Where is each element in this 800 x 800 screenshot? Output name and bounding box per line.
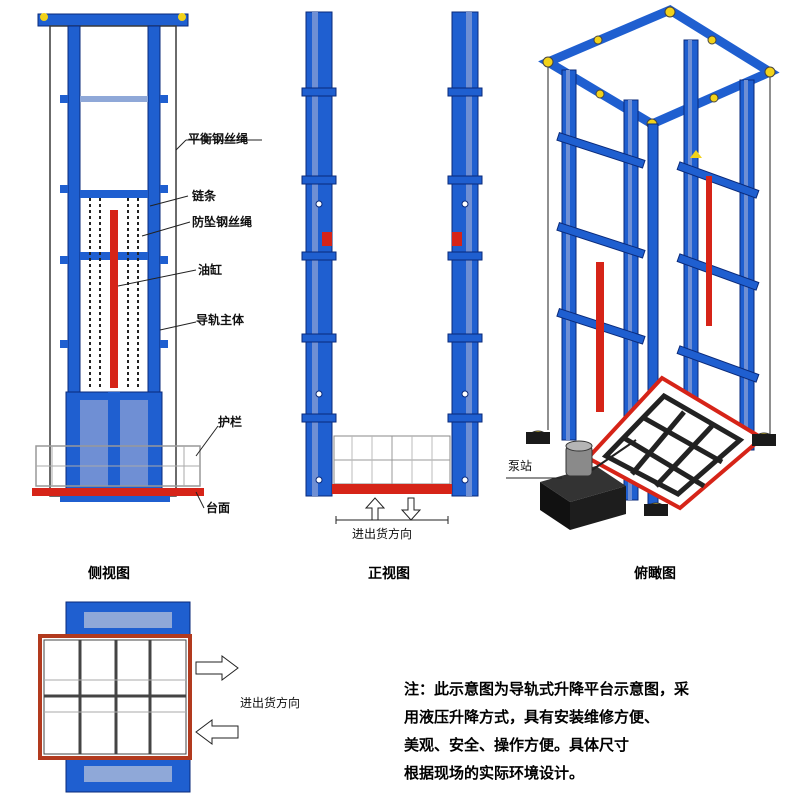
- side-view-caption: 侧视图: [88, 565, 130, 582]
- iso-top-frame: [538, 4, 780, 130]
- front-arrow-down: [400, 497, 422, 521]
- label-fall-cable: 防坠钢丝绳: [192, 214, 252, 229]
- front-view-caption: 正视图: [368, 565, 410, 582]
- side-cylinder: [110, 210, 118, 388]
- iso-cylinder-right: [706, 176, 712, 326]
- side-platform: [32, 488, 204, 496]
- top-direction-label: 进出货方向: [240, 695, 300, 710]
- front-view: 进出货方向 正视图: [301, 11, 483, 582]
- note-line-3: 美观、安全、操作方便。具体尺寸: [404, 736, 629, 754]
- side-view: 平衡钢丝绳 链条 防坠钢丝绳 油缸 导轨主体 护栏 台面 侧视图: [32, 13, 262, 582]
- top-arrow-out: [195, 655, 239, 681]
- side-top-beam: [37, 13, 189, 27]
- label-rail-body: 导轨主体: [196, 312, 245, 327]
- front-direction-label: 进出货方向: [352, 526, 412, 541]
- label-pump-station: 泵站: [508, 459, 532, 473]
- top-view: 进出货方向: [38, 601, 300, 793]
- iso-view-caption: 俯瞰图: [634, 565, 676, 582]
- note-line-2: 用液压升降方式，具有安装维修方便、: [404, 708, 659, 726]
- label-platform: 台面: [206, 500, 230, 515]
- label-balance-cable: 平衡钢丝绳: [188, 131, 248, 146]
- front-arrow-up: [364, 497, 386, 521]
- front-platform: [332, 484, 452, 494]
- note-block: 注：此示意图为导轨式升降平台示意图，采 用液压升降方式，具有安装维修方便、 美观…: [404, 680, 690, 782]
- note-line-1: 注：此示意图为导轨式升降平台示意图，采: [404, 680, 690, 698]
- iso-pump-station: [570, 486, 626, 530]
- top-arrow-in: [195, 719, 239, 745]
- note-line-4: 根据现场的实际环境设计。: [404, 764, 584, 782]
- iso-view: 泵站 俯瞰图: [506, 4, 780, 582]
- iso-cylinder-left: [596, 262, 604, 412]
- label-cylinder: 油缸: [198, 262, 222, 277]
- label-chain: 链条: [192, 188, 217, 203]
- label-guardrail: 护栏: [218, 414, 242, 429]
